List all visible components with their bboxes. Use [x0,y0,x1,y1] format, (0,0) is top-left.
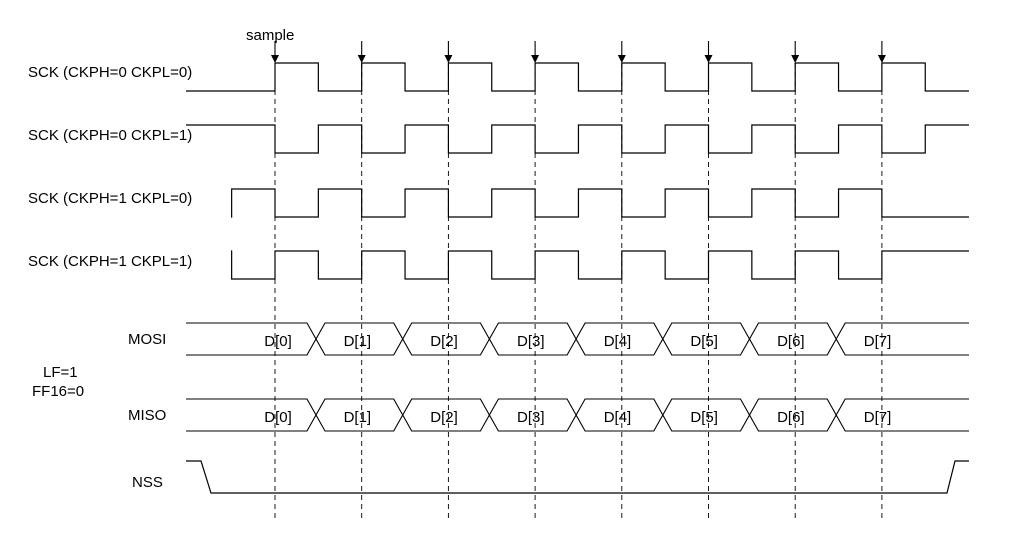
mosi-bit-label: D[7] [864,333,892,350]
miso-bus-bottom [186,413,969,432]
sck-waveform [231,250,969,280]
sample-arrow-icon [704,55,713,63]
sck-label: SCK (CKPH=0 CKPL=0) [28,64,192,81]
sck-label: SCK (CKPH=0 CKPL=1) [28,127,192,144]
miso-bit-label: D[0] [264,409,292,426]
sample-arrow-icon [271,55,279,63]
sample-label: sample [246,27,294,44]
mosi-label: MOSI [128,331,166,348]
miso-bit-label: D[6] [777,409,805,426]
data-bus-waveforms: MOSI D[0] D[1] D[2] D[3] D[4] D[5] D[6] D[7] MISO… [128,322,969,432]
sample-arrow-icon [357,55,366,63]
nss-label: NSS [132,474,163,491]
sample-arrow-icon [791,55,800,63]
mosi-bus-top [186,322,969,341]
sck-waveform [186,124,969,154]
sck-waveform [186,62,969,92]
miso-bit-label: D[7] [864,409,892,426]
miso-bit-label: D[2] [430,409,458,426]
mosi-bit-label: D[6] [777,333,805,350]
mosi-bit-label: D[2] [430,333,458,350]
frame-note-ff16: FF16=0 [32,383,84,400]
miso-label: MISO [128,407,166,424]
sck-label: SCK (CKPH=1 CKPL=0) [28,190,192,207]
frame-note-lf: LF=1 [43,364,78,381]
miso-bit-label: D[5] [690,409,718,426]
sample-arrows [271,41,886,63]
sck-label: SCK (CKPH=1 CKPL=1) [28,253,192,270]
sck-waveforms: SCK (CKPH=0 CKPL=0) SCK (CKPH=0 CKPL=1) SC… [28,62,969,280]
miso-bus-top [186,398,969,417]
mosi-bit-label: D[3] [517,333,545,350]
mosi-bit-label: D[1] [344,333,372,350]
mosi-bus-bottom [186,337,969,356]
mosi-bit-label: D[5] [690,333,718,350]
miso-bit-label: D[1] [344,409,372,426]
sample-arrow-icon [617,55,626,63]
sample-arrow-icon [531,55,540,63]
sample-arrow-icon [444,55,453,63]
mosi-bit-label: D[0] [264,333,292,350]
mosi-bit-label: D[4] [604,333,632,350]
miso-bit-label: D[3] [517,409,545,426]
miso-bit-label: D[4] [604,409,632,426]
sck-waveform [231,188,969,218]
sample-arrow-icon [877,55,886,63]
nss-waveform [186,460,969,494]
